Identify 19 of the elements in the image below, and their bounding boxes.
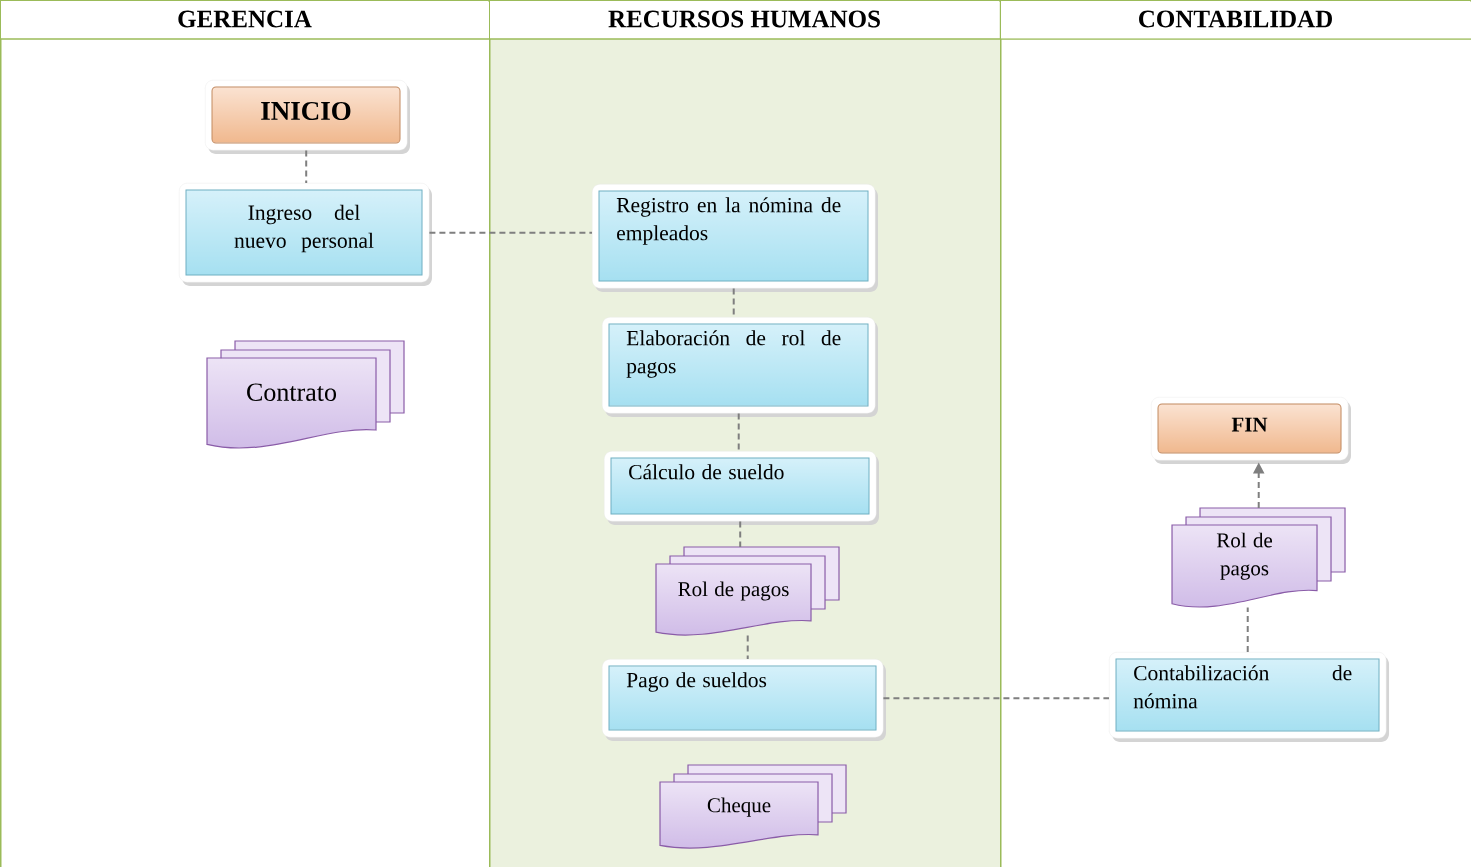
document-stack: Contrato: [206, 340, 405, 449]
document-stack: Rol de pagos: [1171, 507, 1346, 608]
document-stack: Cheque: [659, 764, 847, 849]
terminal-box: FIN: [1151, 397, 1351, 464]
document-stack: Rol de pagos: [655, 546, 840, 636]
connector: [1246, 606, 1249, 653]
terminal-box: INICIO: [205, 80, 410, 154]
process-box: Registro en la nómina de empleados: [592, 184, 878, 292]
connector: [739, 520, 742, 548]
connector: [737, 412, 740, 452]
connector: [428, 231, 593, 234]
connector: [882, 697, 1110, 700]
connector: [305, 149, 308, 184]
process-box: Ingreso del nuevo personal: [179, 183, 432, 286]
process-box: Elaboración de rol de pagos: [602, 317, 878, 417]
process-box: Cálculo de sueldo: [604, 451, 879, 525]
connector: [746, 634, 749, 660]
process-box: Pago de sueldos: [602, 659, 886, 741]
process-box: Contabilización de nómina: [1109, 652, 1389, 742]
